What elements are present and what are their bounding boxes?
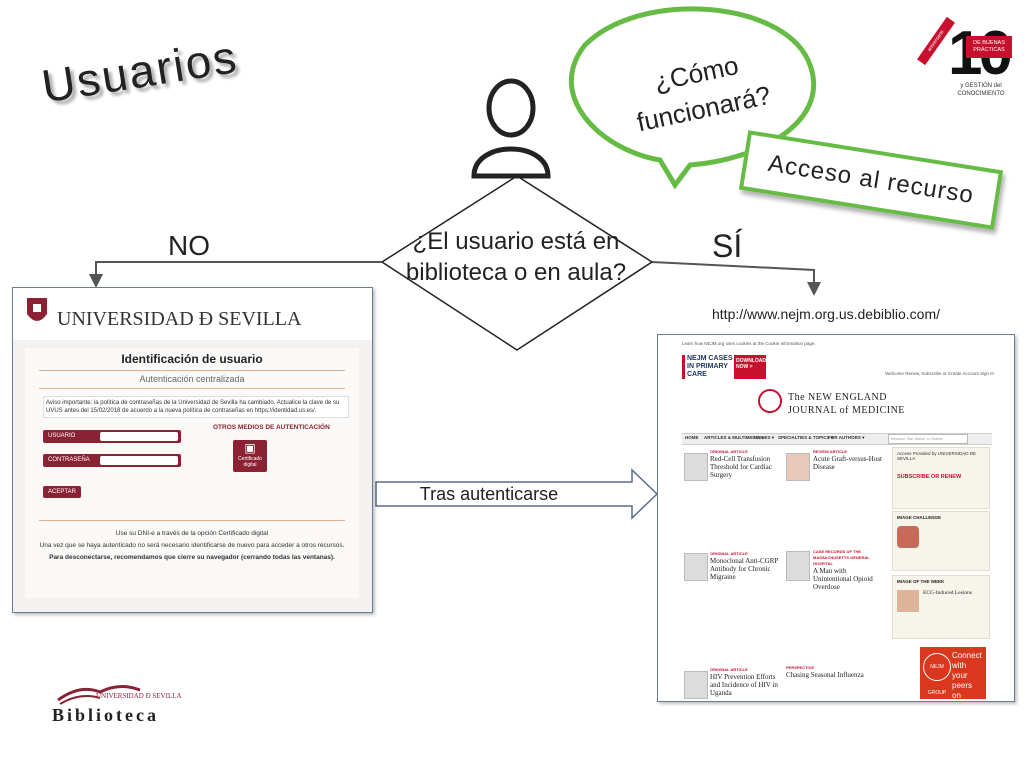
- article-mid-2[interactable]: CASE RECORDS OF THE MASSACHUSETTS GENERA…: [813, 549, 885, 591]
- login-notice: Aviso importante: la política de contras…: [43, 396, 349, 418]
- certificate-icon: ▣: [244, 441, 256, 455]
- ad-text: Connect with your peers on issues in med…: [952, 651, 982, 700]
- article-thumbnail: [684, 453, 708, 481]
- article-mid-1[interactable]: REVIEW ARTICLE Acute Graft-versus-Host D…: [813, 449, 885, 471]
- sidebar-subscribe: Access Provided by UNIVERSIDAD DE SEVILL…: [892, 447, 990, 509]
- username-label: USUARIO: [48, 433, 76, 439]
- library-book-icon: [57, 685, 141, 705]
- login-subtitle: Autenticación centralizada: [139, 374, 245, 384]
- nejm-masthead: The NEW ENGLAND JOURNAL of MEDICINE: [788, 391, 905, 417]
- nav-articles[interactable]: ARTICLES & MULTIMEDIA ▾: [704, 435, 764, 440]
- article-left-2[interactable]: ORIGINAL ARTICLE Monoclonal Anti-CGRP An…: [710, 551, 778, 581]
- download-button[interactable]: DOWNLOAD NOW >: [734, 355, 766, 379]
- cases-banner: NEJM CASES IN PRIMARY CARE: [682, 355, 735, 379]
- image-week-thumbnail: [897, 590, 919, 612]
- article-thumbnail: [684, 671, 708, 699]
- article-left-1[interactable]: ORIGINAL ARTICLE Red-Cell Transfusion Th…: [710, 449, 778, 479]
- good-practices-box: DE BUENAS PRÁCTICAS: [966, 36, 1012, 58]
- article-title: Red-Cell Transfusion Threshold for Cardi…: [710, 455, 772, 479]
- cookie-notice: Learn how NEJM.org uses cookies at the C…: [682, 341, 816, 346]
- password-field[interactable]: CONTRASEÑA: [43, 454, 181, 467]
- divider: [39, 520, 345, 521]
- article-tag: PERSPECTIVE: [786, 665, 815, 670]
- accept-button[interactable]: ACEPTAR: [43, 486, 81, 498]
- article-tag: REVIEW ARTICLE: [813, 449, 848, 454]
- login-footer-3: Para desconectarse, recomendamos que cie…: [49, 554, 335, 561]
- article-title: Monoclonal Anti-CGRP Antibody for Chroni…: [710, 557, 778, 581]
- login-header: UNIVERSIDAD Ð SEVILLA: [13, 288, 372, 340]
- nejm-seal-icon: [758, 389, 782, 413]
- certificate-button[interactable]: ▣ Certificado digital: [233, 440, 267, 472]
- article-tag: ORIGINAL ARTICLE: [710, 449, 748, 454]
- login-footer-1: Use su DNI-e a través de la opción Certi…: [115, 530, 269, 537]
- sidebar-image-week[interactable]: IMAGE OF THE WEEK ECG-Induced Lesions: [892, 575, 990, 639]
- university-crest-icon: [27, 298, 47, 321]
- article-tag: ORIGINAL ARTICLE: [710, 667, 748, 672]
- other-methods-heading: OTROS MEDIOS DE AUTENTICACIÓN: [213, 424, 330, 431]
- resource-url[interactable]: http://www.nejm.org.us.debiblio.com/: [712, 306, 940, 322]
- image-week-title: ECG-Induced Lesions: [923, 590, 973, 596]
- login-screenshot: UNIVERSIDAD Ð SEVILLA Identificación de …: [12, 287, 373, 613]
- article-tag: CASE RECORDS OF THE MASSACHUSETTS GENERA…: [813, 549, 870, 566]
- subscribe-link[interactable]: SUBSCRIBE OR RENEW: [897, 474, 962, 480]
- article-thumbnail: [786, 551, 810, 581]
- university-name: UNIVERSIDAD Ð SEVILLA: [57, 308, 302, 330]
- masthead-line-1: The NEW ENGLAND: [788, 392, 887, 403]
- knowledge-management-label: y GESTIÓN del CONOCIMIENTO: [957, 83, 1005, 97]
- article-mid-3[interactable]: PERSPECTIVE Chasing Seasonal Influenza: [786, 665, 886, 679]
- article-left-3[interactable]: ORIGINAL ARTICLE HIV Prevention Efforts …: [710, 667, 778, 697]
- article-title: HIV Prevention Efforts and Incidence of …: [710, 673, 778, 697]
- si-label: SÍ: [712, 228, 743, 264]
- masthead-line-2: JOURNAL of MEDICINE: [788, 405, 905, 416]
- no-branch-line: [95, 261, 382, 280]
- nejm-screenshot: Learn how NEJM.org uses cookies at the C…: [657, 334, 1015, 702]
- nejm-search-input[interactable]: Keyword, Title, Author, or Citation: [888, 434, 968, 444]
- article-thumbnail: [786, 453, 810, 481]
- password-label: CONTRASEÑA: [48, 457, 90, 463]
- login-footer-2: Una vez que se haya autenticado no será …: [39, 542, 345, 549]
- article-title: Acute Graft-versus-Host Disease: [813, 455, 883, 471]
- username-field[interactable]: USUARIO: [43, 430, 181, 443]
- no-label: NO: [168, 230, 210, 261]
- image-challenge-thumbnail: [897, 526, 919, 548]
- nejm-group-logo: NEJM GROUP: [923, 653, 951, 696]
- certificate-label: Certificado digital: [238, 456, 262, 468]
- user-icon: [471, 78, 551, 179]
- nejm-group-ad[interactable]: NEJM GROUP Connect with your peers on is…: [920, 647, 986, 700]
- search-placeholder: Keyword, Title, Author, or Citation: [891, 437, 943, 441]
- nav-authors[interactable]: FOR AUTHORS ▾: [828, 435, 865, 440]
- login-title: Identificación de usuario: [121, 352, 263, 366]
- nav-specialties[interactable]: SPECIALTIES & TOPICS ▾: [778, 435, 834, 440]
- article-title: Chasing Seasonal Influenza: [786, 671, 864, 679]
- nav-issues[interactable]: ISSUES ▾: [754, 435, 775, 440]
- image-challenge-heading: IMAGE CHALLENGE: [897, 515, 942, 520]
- after-auth-label: Tras autenticarse: [419, 484, 559, 504]
- si-branch-line: [651, 261, 815, 288]
- article-title: A Man with Unintentional Opioid Overdose: [813, 567, 873, 591]
- sidebar-image-challenge[interactable]: IMAGE CHALLENGE: [892, 511, 990, 571]
- image-week-heading: IMAGE OF THE WEEK: [897, 579, 945, 584]
- article-thumbnail: [684, 553, 708, 581]
- nav-home[interactable]: HOME: [685, 435, 699, 440]
- divider: [39, 388, 345, 389]
- library-logo-name: Biblioteca: [52, 705, 159, 725]
- library-logo-university: UNIVERSIDAD Ð SEVILLA: [96, 692, 182, 700]
- si-branch-arrowhead: [807, 282, 821, 296]
- after-auth-arrow: [375, 468, 659, 520]
- divider: [39, 370, 345, 371]
- decision-question: ¿El usuario está en biblioteca o en aula…: [405, 228, 627, 286]
- welcome-bar[interactable]: Welcome Renew, Subscribe or Create Accou…: [885, 371, 994, 376]
- no-branch-arrowhead: [89, 274, 103, 288]
- decision-diamond: [380, 175, 654, 351]
- article-tag: ORIGINAL ARTICLE: [710, 551, 748, 556]
- access-provided: Access Provided by UNIVERSIDAD DE SEVILL…: [897, 451, 977, 461]
- login-panel: Identificación de usuario Autenticación …: [25, 348, 359, 598]
- cases-label: NEJM CASES IN PRIMARY CARE: [687, 355, 733, 378]
